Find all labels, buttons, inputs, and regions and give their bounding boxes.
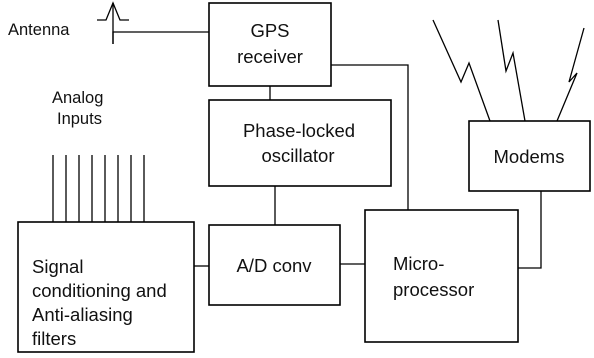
ad-converter-label: A/D conv bbox=[236, 255, 312, 276]
antenna-icon bbox=[97, 1, 209, 44]
signal-label-line1: Signal bbox=[32, 256, 83, 277]
microprocessor-block bbox=[364, 209, 519, 343]
gps-receiver-block bbox=[208, 2, 332, 87]
microprocessor-label-line1: Micro- bbox=[393, 253, 444, 274]
antenna-label: Antenna bbox=[8, 21, 70, 39]
microprocessor-label-line2: processor bbox=[393, 279, 474, 300]
modems-label: Modems bbox=[494, 146, 565, 167]
ad-converter-block bbox=[208, 224, 341, 306]
analog-inputs-label-line1: Analog bbox=[52, 89, 103, 107]
signal-label-line2: conditioning and bbox=[32, 280, 167, 301]
modems-block bbox=[468, 120, 591, 192]
gps-receiver-label-line1: GPS bbox=[250, 20, 289, 41]
analog-inputs-label-line2: Inputs bbox=[57, 110, 102, 128]
connection-wires bbox=[194, 64, 542, 269]
pll-label-line2: oscillator bbox=[262, 145, 335, 166]
signal-label-line4: filters bbox=[32, 328, 76, 349]
signal-conditioning-block bbox=[17, 221, 195, 353]
signal-label-line3: Anti-aliasing bbox=[32, 304, 133, 325]
pll-label-line1: Phase-locked bbox=[243, 120, 355, 141]
analog-input-lines bbox=[52, 155, 145, 222]
radio-link-icons bbox=[432, 19, 585, 122]
phase-locked-oscillator-block bbox=[208, 99, 392, 187]
gps-receiver-label-line2: receiver bbox=[237, 46, 303, 67]
